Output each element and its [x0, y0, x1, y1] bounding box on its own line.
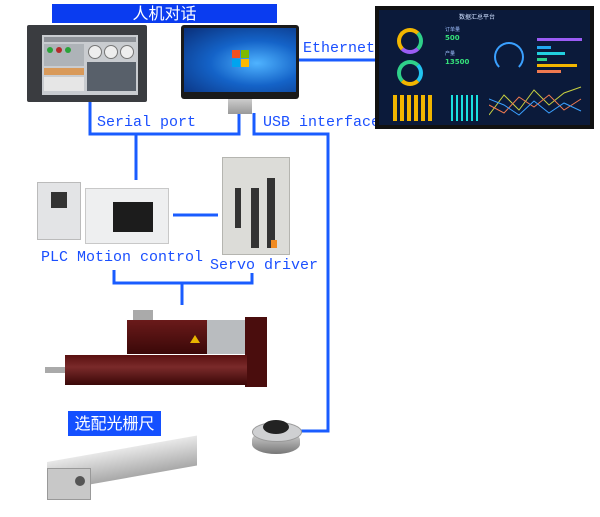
bar-chart-yellow: [393, 95, 433, 121]
output-value: 13500: [445, 58, 470, 66]
bar-chart-cyan: [451, 95, 479, 121]
monitor-stand: [228, 99, 252, 114]
usb-interface-label: USB interface: [263, 114, 381, 131]
windows-logo-icon: [232, 50, 250, 68]
data-dashboard-screen: 数据汇总平台 订单量 500 产量 13500: [375, 6, 594, 129]
output-label: 产量: [445, 51, 456, 57]
optional-linear-scale-banner: 选配光栅尺: [68, 411, 161, 436]
orders-value: 500: [445, 34, 460, 42]
serial-line: [88, 102, 241, 136]
usb-line: [252, 113, 330, 433]
pc-monitor-image: [181, 25, 299, 99]
plc-image: [37, 180, 169, 244]
servo-driver-label: Servo driver: [210, 257, 319, 274]
hmi-panel-image: [27, 25, 147, 102]
serial-port-label: Serial port: [97, 114, 197, 131]
hmi-title-banner: 人机对话: [52, 4, 277, 23]
dashboard-title: 数据汇总平台: [459, 14, 496, 21]
line-chart: [489, 86, 582, 116]
rotary-encoder-image: [252, 418, 302, 456]
electric-actuator-image: [45, 305, 267, 387]
linear-scale-image: [47, 435, 197, 500]
speedometer: [494, 42, 524, 72]
ethernet-label: Ethernet: [303, 40, 376, 57]
plc-motion-control-label: PLC Motion control: [41, 249, 204, 266]
servo-driver-image: [222, 157, 290, 255]
gauge-ring-1: [397, 28, 423, 54]
orders-label: 订单量: [445, 27, 461, 33]
gauge-ring-2: [397, 60, 423, 86]
